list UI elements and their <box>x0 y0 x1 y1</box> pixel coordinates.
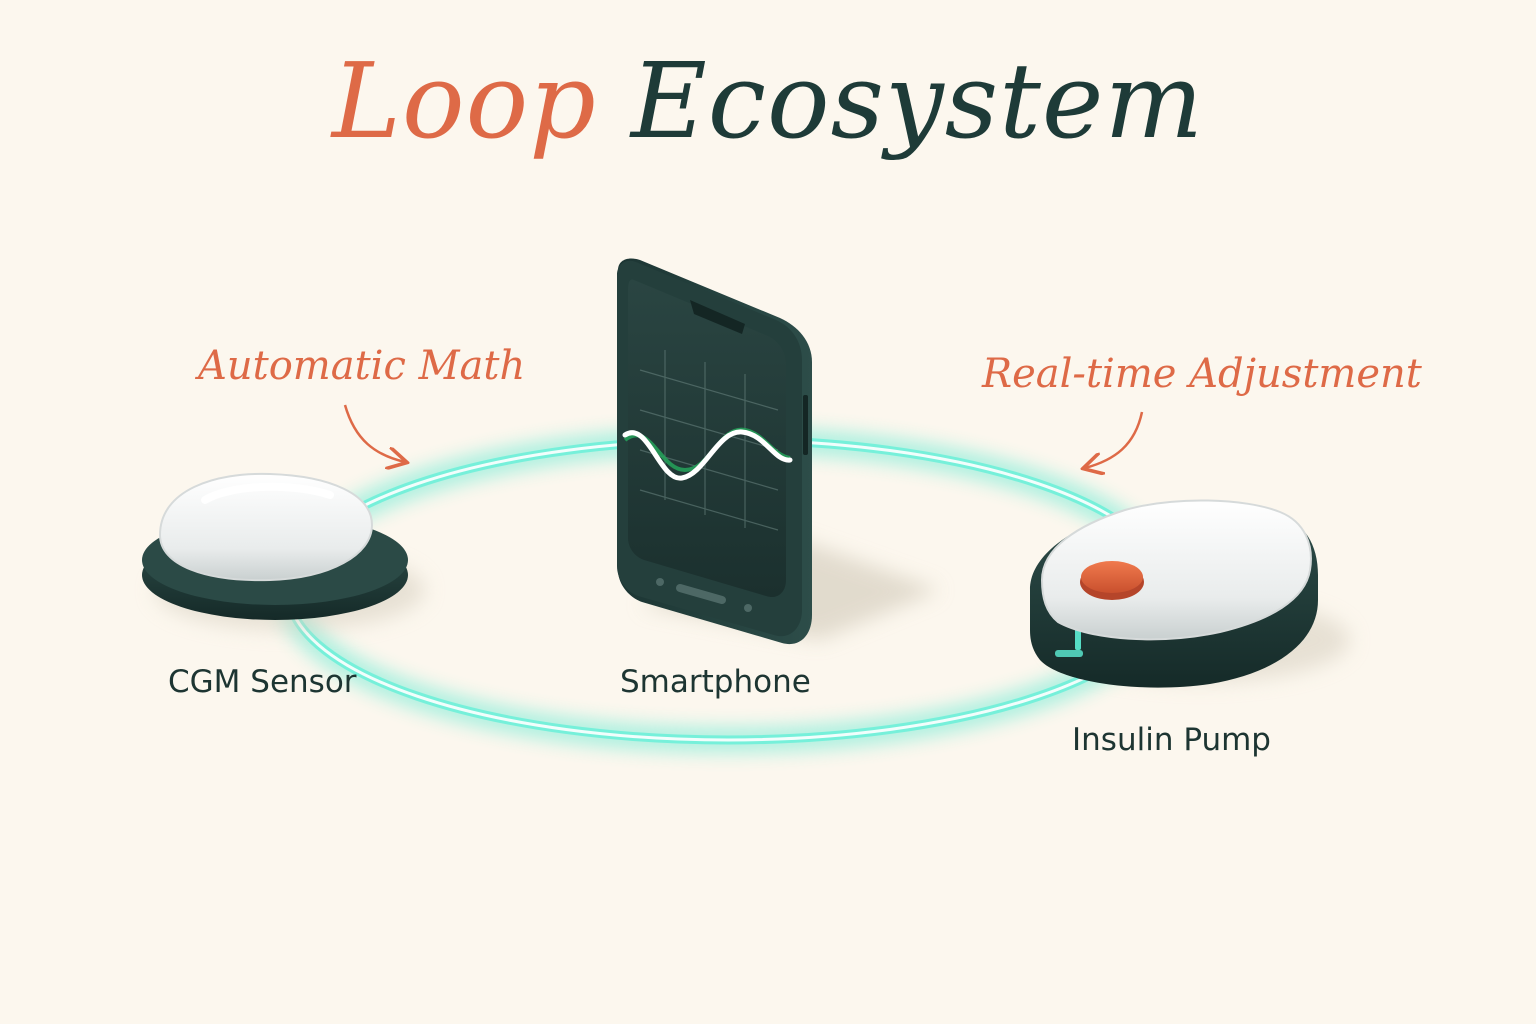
title-word-loop: Loop <box>331 40 597 162</box>
label-cgm-sensor: CGM Sensor <box>168 664 357 700</box>
diagram-title: Loop Ecosystem <box>0 40 1536 162</box>
annotation-real-time-adjustment: Real-time Adjustment <box>982 351 1422 397</box>
title-word-ecosystem: Ecosystem <box>630 40 1205 162</box>
label-insulin-pump: Insulin Pump <box>1072 722 1271 758</box>
right-annotation-arrow <box>1085 411 1144 468</box>
smartphone-device <box>617 258 940 645</box>
insulin-pump-device <box>1030 499 1350 688</box>
label-smartphone: Smartphone <box>620 664 811 700</box>
annotation-automatic-math: Automatic Math <box>198 343 526 389</box>
cgm-sensor-device <box>142 472 425 630</box>
left-annotation-arrow <box>343 404 405 462</box>
